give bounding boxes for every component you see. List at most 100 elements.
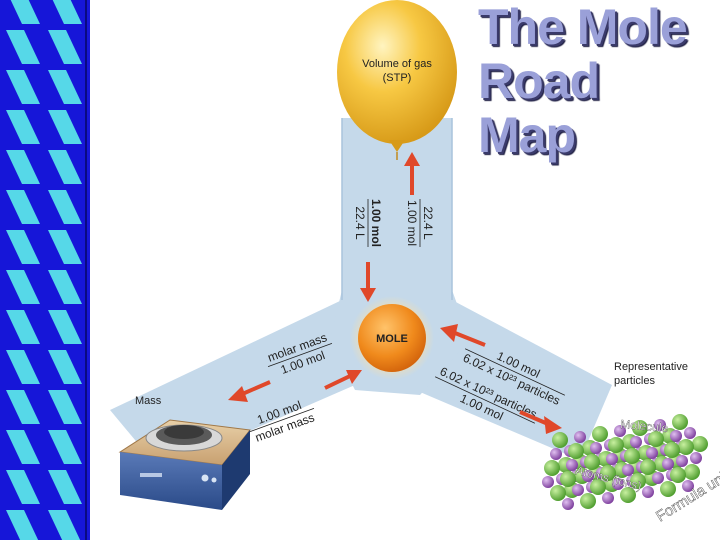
purple-atom bbox=[670, 430, 682, 442]
purple-atom bbox=[542, 476, 554, 488]
arrow-particles-to-mole bbox=[440, 324, 486, 347]
purple-atom bbox=[550, 448, 562, 460]
purple-atom bbox=[562, 498, 574, 510]
particle-lattice bbox=[542, 414, 708, 510]
green-atom bbox=[678, 439, 694, 455]
strip-tile bbox=[48, 270, 82, 304]
green-atom bbox=[684, 464, 700, 480]
strip-tile bbox=[48, 230, 82, 264]
green-atom bbox=[580, 493, 596, 509]
title-line-1: The Mole bbox=[478, 0, 688, 55]
arrow-gas-to-mole bbox=[360, 262, 376, 302]
purple-atom bbox=[682, 480, 694, 492]
strip-tile bbox=[6, 70, 40, 104]
title-line-2: Road bbox=[478, 53, 600, 109]
purple-atom bbox=[566, 459, 578, 471]
green-atom bbox=[620, 487, 636, 503]
green-atom bbox=[670, 467, 686, 483]
strip-tile bbox=[48, 110, 82, 144]
balloon-label-line-2: (STP) bbox=[383, 72, 412, 84]
green-atom bbox=[624, 448, 640, 464]
mole-label: MOLE bbox=[376, 333, 408, 345]
mass-label: Mass bbox=[135, 395, 162, 407]
purple-atom bbox=[630, 436, 642, 448]
purple-atom bbox=[662, 458, 674, 470]
purple-atom bbox=[652, 472, 664, 484]
purple-atom bbox=[612, 478, 624, 490]
gas-balloon: Volume of gas (STP) bbox=[337, 0, 457, 160]
green-atom bbox=[648, 431, 664, 447]
strip-tile bbox=[48, 390, 82, 424]
green-atom bbox=[692, 436, 708, 452]
strip-tile bbox=[6, 310, 40, 344]
strip-tile bbox=[10, 0, 40, 24]
purple-atom bbox=[684, 427, 696, 439]
strip-tile bbox=[6, 190, 40, 224]
strip-tile bbox=[48, 150, 82, 184]
strip-tile bbox=[48, 350, 82, 384]
molecule-label: Molecule bbox=[620, 417, 669, 435]
particles-label-line-2: particles bbox=[614, 375, 655, 387]
purple-atom bbox=[614, 425, 626, 437]
vertical-left-denominator: 22.4 L bbox=[353, 206, 367, 240]
green-atom bbox=[592, 426, 608, 442]
strip-tile bbox=[6, 510, 39, 540]
green-atom bbox=[584, 454, 600, 470]
strip-tile bbox=[48, 70, 82, 104]
strip-tile bbox=[6, 270, 40, 304]
balloon-label-line-1: Volume of gas bbox=[362, 58, 432, 70]
strip-tile bbox=[48, 430, 82, 464]
vertical-left-numerator: 1.00 mol bbox=[369, 199, 383, 247]
green-atom bbox=[590, 479, 606, 495]
green-atom bbox=[664, 442, 680, 458]
green-atom bbox=[560, 471, 576, 487]
strip-tile bbox=[6, 230, 40, 264]
purple-atom bbox=[574, 431, 586, 443]
strip-tile bbox=[48, 190, 82, 224]
purple-atom bbox=[602, 492, 614, 504]
green-atom bbox=[672, 414, 688, 430]
arrow-mole-to-particles bbox=[519, 410, 562, 434]
green-atom bbox=[550, 485, 566, 501]
strip-tile bbox=[48, 310, 82, 344]
purple-atom bbox=[572, 484, 584, 496]
strip-tile bbox=[6, 110, 40, 144]
slide-title: The Mole Road Map bbox=[478, 0, 718, 162]
strip-tile bbox=[6, 350, 40, 384]
road-vertical bbox=[342, 118, 452, 300]
purple-atom bbox=[622, 464, 634, 476]
purple-atom bbox=[642, 486, 654, 498]
green-atom bbox=[568, 443, 584, 459]
mole-to-gas-fraction: 22.4 L 1.00 mol bbox=[405, 199, 435, 247]
arrow-mole-to-mass bbox=[228, 380, 271, 402]
strip-tile bbox=[6, 430, 40, 464]
purple-atom bbox=[582, 470, 594, 482]
green-atom bbox=[600, 465, 616, 481]
strip-tile bbox=[48, 470, 82, 504]
vertical-right-numerator: 22.4 L bbox=[421, 206, 435, 240]
green-atom bbox=[660, 481, 676, 497]
green-atom bbox=[552, 432, 568, 448]
purple-atom bbox=[690, 452, 702, 464]
strip-tile bbox=[52, 0, 82, 24]
green-atom bbox=[640, 459, 656, 475]
decorative-side-strip bbox=[0, 0, 90, 540]
strip-tile bbox=[6, 30, 40, 64]
particles-label-line-1: Representative bbox=[614, 361, 688, 373]
purple-atom bbox=[676, 455, 688, 467]
vertical-right-denominator: 1.00 mol bbox=[405, 200, 419, 246]
purple-atom bbox=[590, 442, 602, 454]
strip-tile bbox=[6, 390, 40, 424]
arrow-mass-to-mole bbox=[324, 370, 362, 390]
arrow-mole-to-gas bbox=[404, 152, 420, 195]
strip-tile bbox=[48, 30, 82, 64]
purple-atom bbox=[654, 419, 666, 431]
purple-atom bbox=[606, 453, 618, 465]
green-atom bbox=[632, 420, 648, 436]
title-line-3: Map bbox=[478, 107, 576, 163]
strip-tile bbox=[6, 150, 40, 184]
green-atom bbox=[630, 473, 646, 489]
strip-tile bbox=[6, 470, 40, 504]
